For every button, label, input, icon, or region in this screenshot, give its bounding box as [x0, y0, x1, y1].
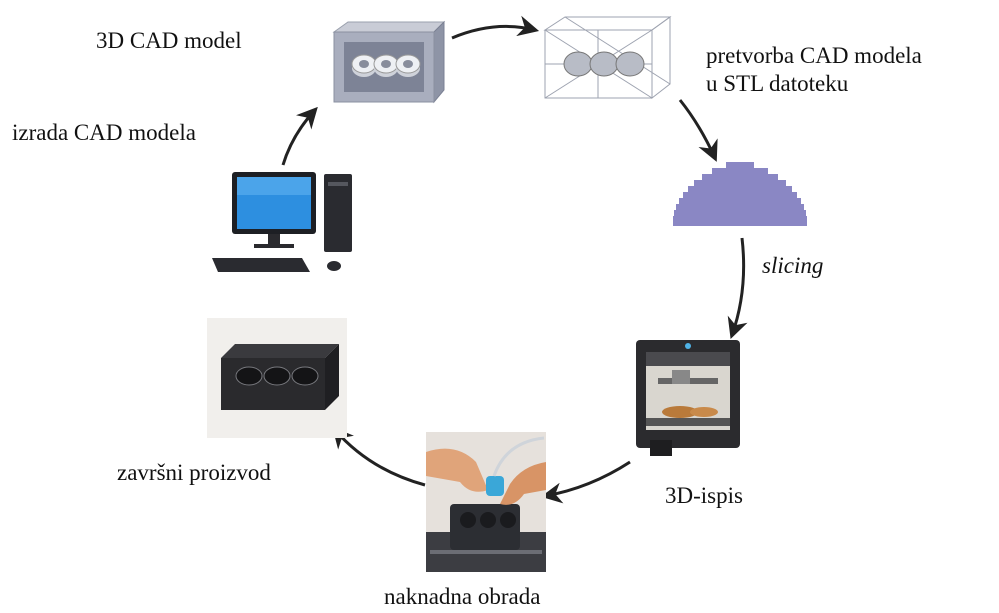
cylinder-2: [373, 54, 399, 77]
cylinder-1: [351, 54, 377, 77]
sliced-model-image: [670, 160, 810, 230]
label-3d-print: 3D-ispis: [665, 483, 743, 508]
computer-image: [210, 168, 360, 278]
label-stl-line1: pretvorba CAD modela: [706, 43, 922, 68]
cylinder-3: [395, 54, 421, 77]
3d-printer-image: [632, 330, 744, 460]
label-stl-conversion: pretvorba CAD modela u STL datoteku: [706, 42, 922, 97]
label-final-product: završni proizvod: [117, 460, 271, 485]
final-product-image: [207, 318, 347, 438]
label-cad-model: 3D CAD model: [96, 28, 242, 53]
label-cad-creation: izrada CAD modela: [12, 120, 196, 145]
arrow-slice-to-print: [727, 237, 748, 339]
cad-model-image: [330, 20, 448, 105]
arrow-post-to-final: [332, 426, 426, 487]
stl-mesh-image: [540, 12, 675, 102]
arrow-stl-to-slice: [678, 99, 718, 162]
label-post-processing: naknadna obrada: [384, 584, 541, 609]
arrow-computer-to-cad: [281, 106, 318, 166]
arrow-print-to-post: [540, 460, 631, 504]
arrow-cad-to-stl: [451, 15, 540, 40]
label-stl-line2: u STL datoteku: [706, 70, 849, 96]
label-slicing: slicing: [762, 253, 824, 278]
post-processing-image: [426, 432, 546, 572]
